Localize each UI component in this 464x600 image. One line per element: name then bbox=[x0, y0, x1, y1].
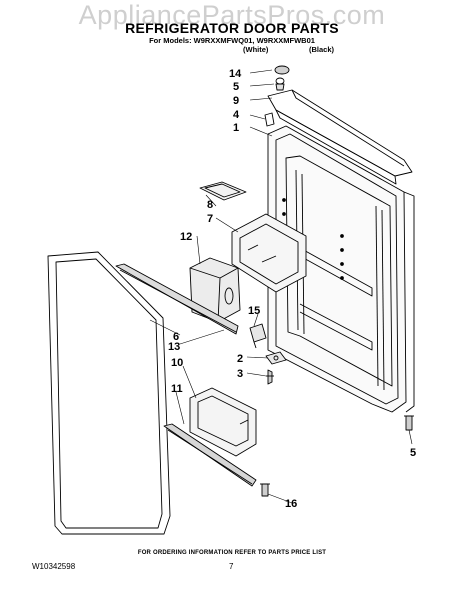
callout-14: 14 bbox=[229, 68, 242, 80]
screw-16-drawing bbox=[260, 483, 270, 497]
page-title: REFRIGERATOR DOOR PARTS bbox=[125, 20, 339, 36]
dairy-compartment-drawing bbox=[231, 213, 307, 293]
callout-4: 4 bbox=[233, 109, 240, 121]
callout-12: 12 bbox=[180, 231, 192, 243]
callout-5-bottom: 5 bbox=[410, 447, 416, 459]
door-bin-drawing bbox=[189, 387, 257, 457]
callout-10: 10 bbox=[171, 357, 183, 369]
ordering-note: FOR ORDERING INFORMATION REFER TO PARTS … bbox=[137, 550, 327, 556]
door-trim-strip-drawing bbox=[115, 263, 239, 335]
callout-5-top: 5 bbox=[233, 81, 239, 93]
lower-trim-drawing bbox=[163, 423, 257, 487]
watermark: AppliancePartsPros.com bbox=[78, 0, 386, 30]
callout-16: 16 bbox=[285, 498, 297, 510]
shelf-cover-drawing bbox=[199, 181, 247, 201]
document-id: W10342598 bbox=[32, 562, 76, 571]
callout-11: 11 bbox=[171, 383, 183, 395]
variant-white-label: (White) bbox=[243, 45, 269, 54]
callout-8: 8 bbox=[207, 199, 213, 211]
callout-3: 3 bbox=[237, 368, 243, 380]
hinge-screw-drawing bbox=[404, 415, 414, 431]
model-numbers: For Models: W9RXXMFWQ01, W9RXXMFWB01 bbox=[149, 36, 315, 45]
callout-2: 2 bbox=[237, 353, 243, 365]
callout-7: 7 bbox=[207, 213, 213, 225]
callout-13: 13 bbox=[168, 341, 180, 353]
door-stop-drawing bbox=[265, 351, 287, 385]
dairy-door-drawing bbox=[189, 257, 241, 323]
leader-lines bbox=[149, 69, 413, 504]
small-fasteners-drawing bbox=[264, 65, 290, 127]
callout-9: 9 bbox=[233, 95, 239, 107]
page-number: 7 bbox=[229, 562, 234, 571]
hinge-cover-drawing bbox=[267, 89, 413, 185]
callout-6: 6 bbox=[173, 331, 179, 343]
callout-1: 1 bbox=[233, 122, 239, 134]
variant-black-label: (Black) bbox=[309, 45, 335, 54]
callout-15: 15 bbox=[248, 305, 260, 317]
door-gasket-drawing bbox=[47, 251, 171, 535]
bracket-drawing bbox=[249, 323, 267, 349]
